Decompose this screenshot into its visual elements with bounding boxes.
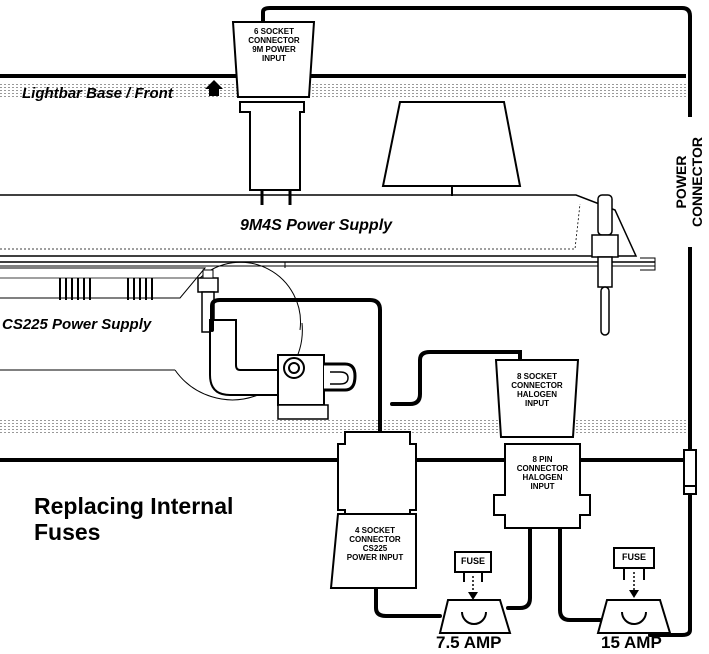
connector-6-socket-line-3: 9M POWER (252, 45, 296, 54)
connector-8-pin-label: 8 PIN CONNECTOR HALOGEN INPUT (505, 455, 580, 491)
connector-4-socket-line-3: CS225 (362, 544, 388, 553)
lightbar-base-label: Lightbar Base / Front (22, 85, 173, 102)
connector-8-socket-line-2: CONNECTOR (511, 381, 563, 390)
connector-6-socket-line-4: INPUT (262, 54, 286, 63)
connector-8-socket-line-3: HALOGEN (517, 390, 557, 399)
power-connector-label: POWER CONNECTOR (673, 117, 705, 247)
connector-8-pin-line-4: INPUT (530, 482, 555, 491)
connector-4-socket-label: 4 SOCKET CONNECTOR CS225 POWER INPUT (336, 526, 414, 562)
lightbar-band-bottom (0, 420, 686, 434)
elbow-cable (209, 319, 357, 420)
connector-4-socket-line-4: POWER INPUT (346, 553, 404, 562)
fuse-rating-7-5-amp: 7.5 AMP (436, 633, 502, 652)
lightbar-band-top (0, 82, 686, 98)
connector-4-socket-line-1: 4 SOCKET (354, 526, 395, 535)
connector-8-socket-line-1: 8 SOCKET (516, 372, 557, 381)
page-title-line-2: Fuses (34, 519, 101, 545)
wires (210, 6, 692, 637)
power-supply-cs225 (0, 261, 303, 401)
arrow-up-icon (205, 80, 223, 96)
connector-4-socket-line-2: CONNECTOR (349, 535, 401, 544)
connector-8-pin (493, 443, 591, 529)
connector-6-socket-line-1: 6 SOCKET (253, 27, 294, 36)
connector-4-socket (329, 431, 417, 589)
connector-6-socket-line-2: CONNECTOR (248, 36, 300, 45)
inline-fuse-right (591, 194, 619, 336)
page-title: Replacing Internal Fuses (34, 493, 233, 545)
connector-8-socket-label: 8 SOCKET CONNECTOR HALOGEN INPUT (500, 372, 574, 408)
fuse-holder-7-5-amp (438, 551, 512, 634)
page-title-line-1: Replacing Internal (34, 493, 234, 519)
connector-8-pin-line-3: HALOGEN (522, 473, 563, 482)
connector-8-pin-line-1: 8 PIN (532, 455, 553, 464)
connector-8-socket (494, 359, 580, 438)
power-supply-9m4s-label: 9M4S Power Supply (240, 217, 393, 234)
fuse-rating-15-amp: 15 AMP (601, 633, 662, 652)
connector-8-pin-line-2: CONNECTOR (516, 464, 569, 473)
connector-6-socket-label: 6 SOCKET CONNECTOR 9M POWER INPUT (238, 27, 310, 63)
lightbar-block (381, 101, 522, 196)
fuse-holder-15-amp (596, 547, 672, 634)
connector-6-socket (231, 21, 316, 205)
power-supply-9m4s (0, 194, 656, 271)
power-supply-cs225-label: CS225 Power Supply (2, 316, 152, 333)
fuse-tag-7-5-amp: FUSE (460, 556, 485, 566)
connector-8-socket-line-4: INPUT (525, 399, 549, 408)
cable-marker (683, 449, 697, 495)
fuse-tag-15-amp: FUSE (621, 552, 646, 562)
